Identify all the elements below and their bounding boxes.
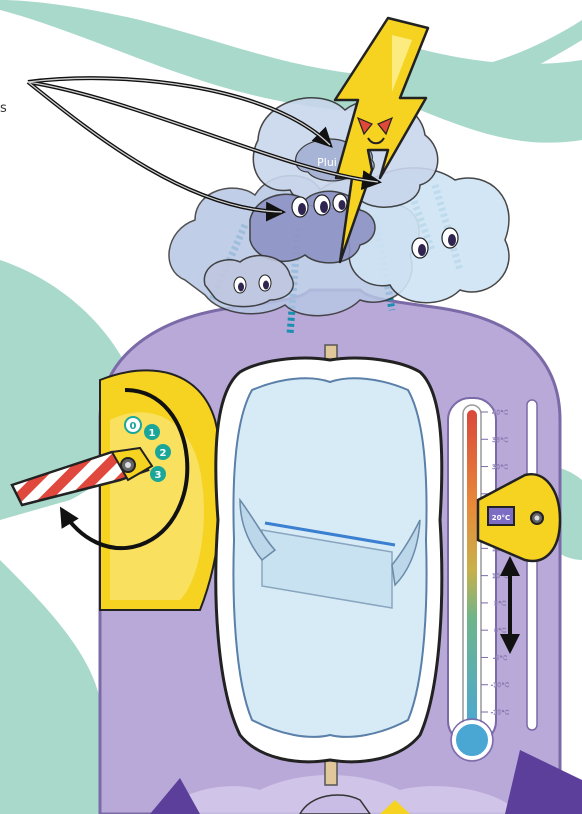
scale-label: 30°C (492, 463, 509, 471)
cloud-label: Plui (317, 156, 337, 169)
scale-label: 35°C (492, 436, 509, 444)
scale-label: 40°C (492, 409, 509, 417)
scale-label: 0°C (494, 627, 506, 635)
scale-label: 10°C (492, 572, 509, 580)
wind-mark-1: 1 (149, 428, 156, 439)
scale-label: 5°C (494, 599, 506, 607)
wind-mark-3: 3 (155, 470, 162, 481)
wind-mark-0: 0 (130, 421, 137, 432)
scale-label: -10°C (491, 681, 510, 689)
scale-label: -15°C (491, 709, 510, 717)
edge-text: s (0, 101, 7, 116)
selected-temperature: 20°C (492, 514, 510, 522)
wind-panel: 0 1 2 3 (100, 370, 222, 610)
scale-label: -5°C (493, 654, 508, 662)
rain-gauge-container (216, 345, 442, 785)
wind-mark-2: 2 (160, 448, 167, 459)
